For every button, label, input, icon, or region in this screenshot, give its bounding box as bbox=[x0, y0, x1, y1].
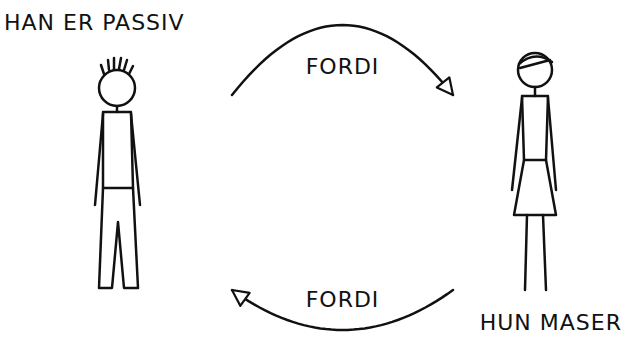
figure-node: HAN ER PASSIV bbox=[0, 8, 232, 295]
feedback-arrow bbox=[232, 25, 453, 95]
arrow-label: FORDI bbox=[303, 54, 383, 80]
woman-figure bbox=[512, 53, 556, 290]
man-figure bbox=[95, 58, 140, 288]
figure-caption: HAN ER PASSIV bbox=[4, 10, 185, 36]
arrow-curve bbox=[232, 25, 453, 95]
arrowhead bbox=[437, 77, 453, 95]
figure-node: HUN MASER bbox=[453, 40, 628, 340]
figure-caption: HUN MASER bbox=[480, 310, 622, 336]
arrowhead bbox=[232, 290, 250, 306]
arrow-label: FORDI bbox=[303, 287, 383, 313]
